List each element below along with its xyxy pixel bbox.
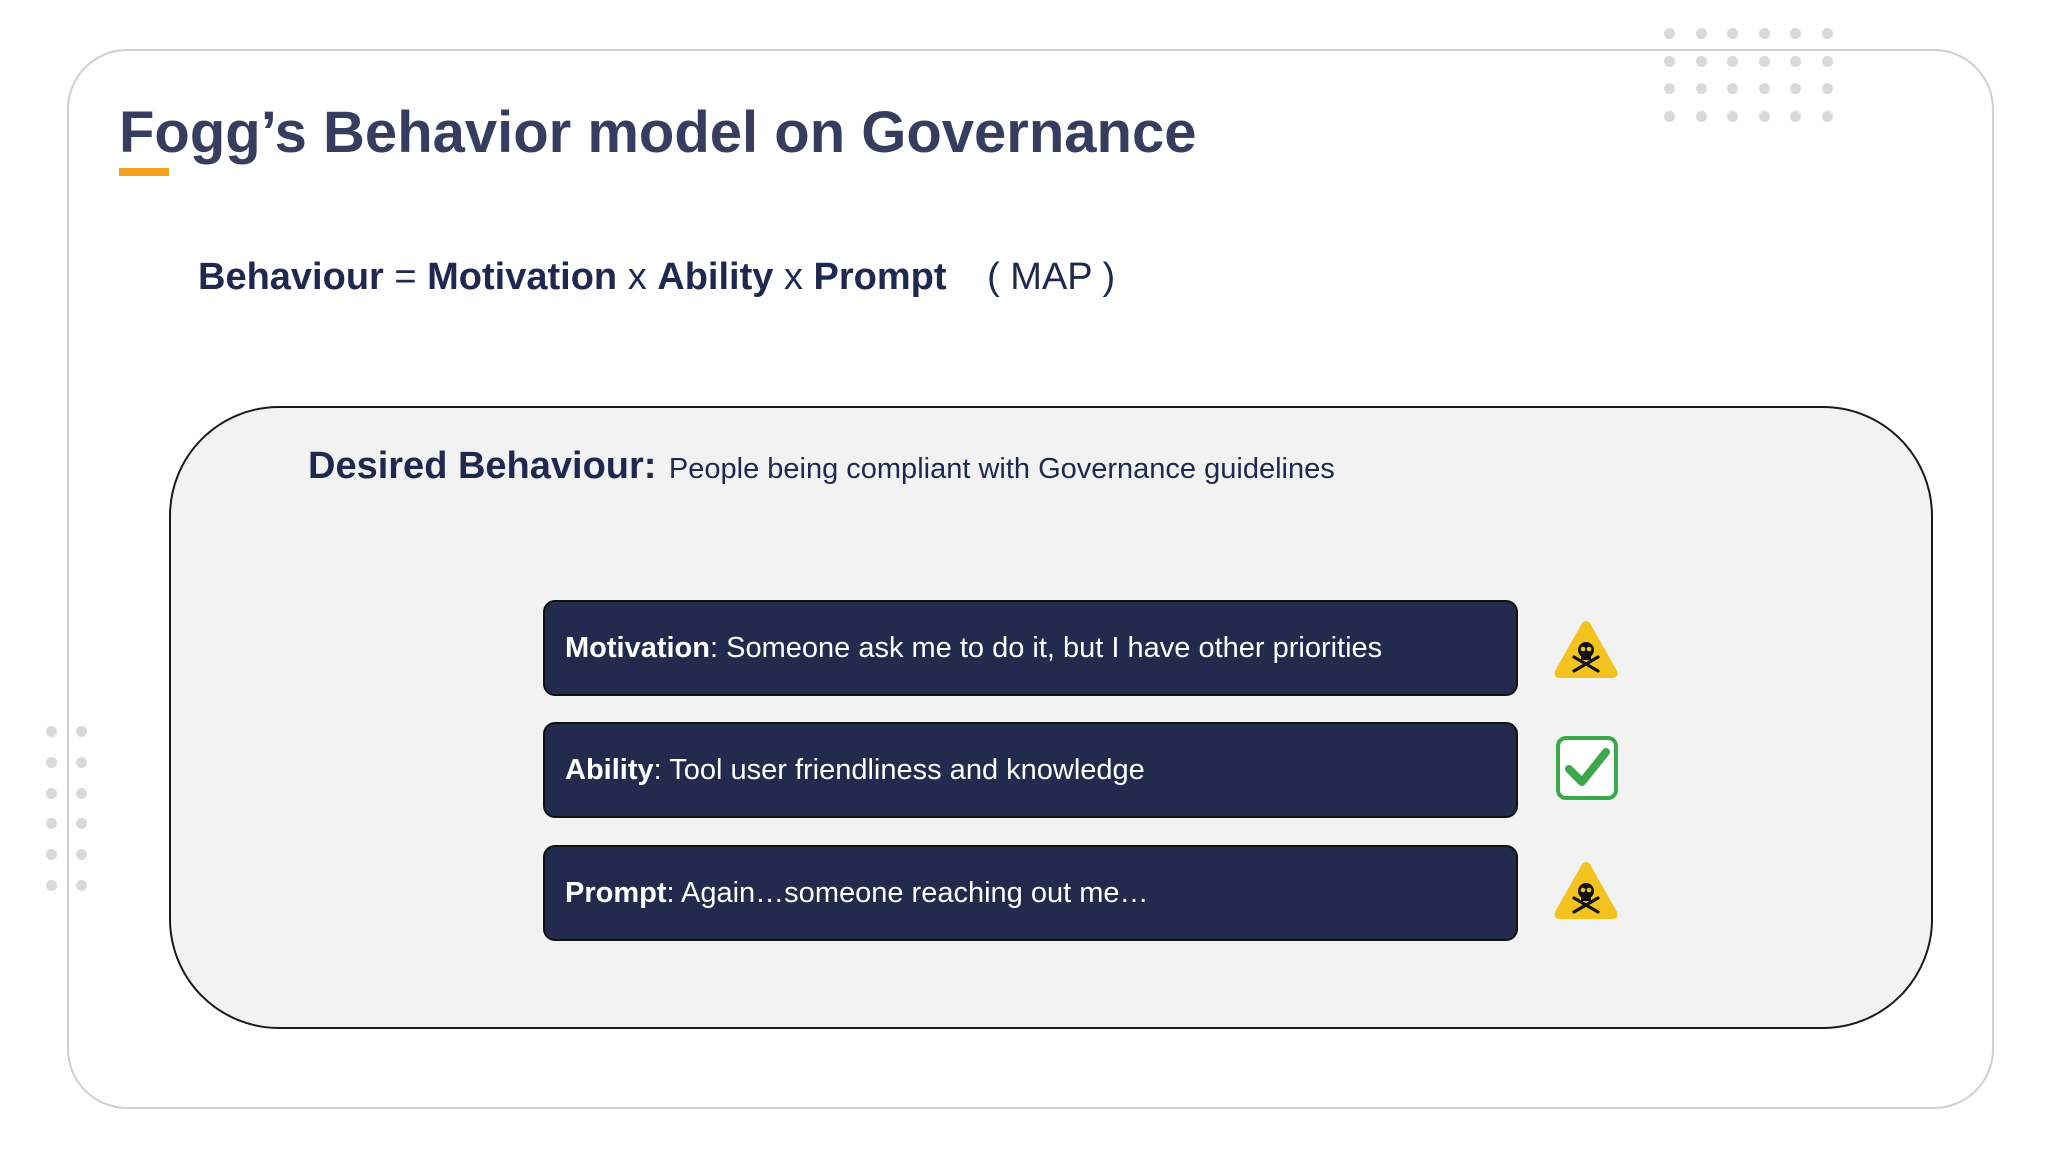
factor-name: Ability: [565, 753, 654, 786]
formula-times: x: [627, 256, 647, 298]
factor-name: Motivation: [565, 631, 710, 664]
factor-text: : Tool user friendliness and knowledge: [653, 753, 1145, 786]
slide-title: Fogg’s Behavior model on Governance: [119, 100, 1197, 165]
decorative-dot-grid-left: [46, 726, 87, 891]
formula-prompt: Prompt: [813, 256, 947, 298]
factor-text: : Again…someone reaching out me…: [666, 876, 1149, 909]
desired-behaviour-label: Desired Behaviour:: [308, 445, 657, 487]
title-underline: [119, 168, 169, 176]
formula-acronym: ( MAP ): [987, 256, 1116, 298]
skull-warning-icon: [1554, 621, 1618, 678]
factor-box-ability: Ability: Tool user friendliness and know…: [543, 722, 1518, 818]
slide-frame: [67, 49, 1994, 1109]
factor-name: Prompt: [565, 876, 667, 909]
factor-box-prompt: Prompt: Again…someone reaching out me…: [543, 845, 1518, 941]
checkmark-icon: [1556, 736, 1618, 800]
formula-behaviour: Behaviour: [198, 256, 384, 298]
skull-warning-icon: [1554, 862, 1618, 919]
formula-equals: =: [394, 256, 417, 298]
desired-behaviour-text: People being compliant with Governance g…: [668, 453, 1335, 485]
decorative-dot-grid-top-right: [1664, 28, 1833, 122]
factor-text: : Someone ask me to do it, but I have ot…: [710, 631, 1383, 664]
formula-motivation: Motivation: [427, 256, 618, 298]
behaviour-formula: Behaviour = Motivation x Ability x Promp…: [198, 252, 1115, 302]
formula-ability: Ability: [657, 256, 774, 298]
formula-times: x: [783, 256, 803, 298]
factor-box-motivation: Motivation: Someone ask me to do it, but…: [543, 600, 1518, 696]
desired-behaviour: Desired Behaviour: People being complian…: [308, 445, 1335, 488]
